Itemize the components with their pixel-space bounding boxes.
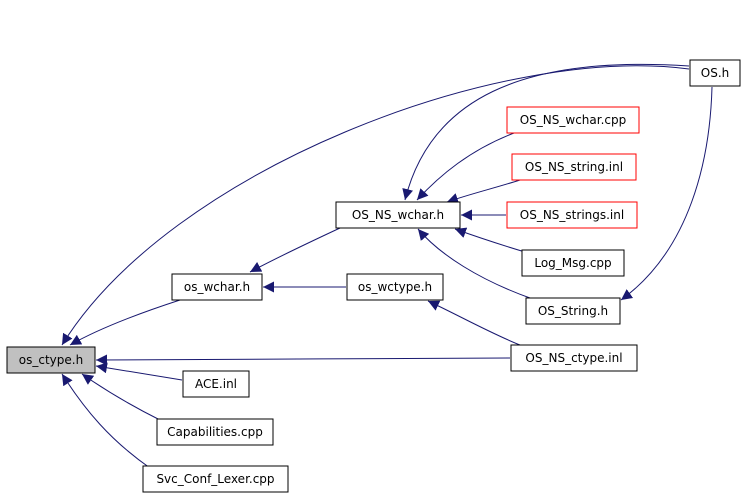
node-label: OS_NS_ctype.inl: [525, 351, 622, 365]
node-label: ACE.inl: [195, 377, 237, 391]
edge-OS_h-to-os_ctype_h: [61, 65, 690, 346]
node-box[interactable]: [511, 153, 637, 181]
node-label: OS_NS_string.inl: [525, 160, 623, 174]
edge-OS_h-to-OS_String_h: [620, 86, 713, 301]
node-label: OS_NS_strings.inl: [520, 208, 624, 222]
node-label: os_ctype.h: [19, 353, 83, 367]
edge-os_wchar_h-to-os_ctype_h: [69, 299, 181, 346]
node-ACE_inl[interactable]: ACE.inl: [182, 370, 250, 398]
node-label: os_wctype.h: [358, 280, 432, 294]
node-Log_Msg_cpp[interactable]: Log_Msg.cpp: [521, 249, 625, 277]
node-os_ctype_h[interactable]: os_ctype.h: [6, 346, 96, 374]
node-label: Log_Msg.cpp: [534, 256, 611, 270]
node-box[interactable]: [506, 201, 638, 229]
node-label: Svc_Conf_Lexer.cpp: [156, 472, 274, 486]
edge-OS_NS_wchar_cpp-to-OS_NS_wchar_h: [416, 132, 515, 201]
node-box[interactable]: [171, 273, 263, 301]
node-box[interactable]: [335, 201, 461, 229]
edge-OS_NS_ctype_inl-to-os_ctype_h: [95, 354, 511, 366]
node-OS_h[interactable]: OS.h: [689, 59, 741, 87]
edge-Capabilities_cpp-to-os_ctype_h: [81, 373, 161, 421]
edge-OS_NS_ctype_inl-to-os_wctype_h: [427, 300, 521, 346]
node-label: OS_NS_wchar.h: [352, 208, 444, 222]
node-box[interactable]: [510, 344, 638, 372]
edge-Log_Msg_cpp-to-OS_NS_wchar_h: [454, 227, 526, 253]
edge-ACE_inl-to-os_ctype_h: [95, 362, 183, 381]
node-box[interactable]: [521, 249, 625, 277]
node-OS_NS_wchar_cpp[interactable]: OS_NS_wchar.cpp: [506, 106, 640, 134]
node-box[interactable]: [142, 465, 289, 493]
node-label: OS_String.h: [538, 304, 608, 318]
edges-layer: [61, 63, 713, 469]
node-label: os_wchar.h: [184, 280, 250, 294]
node-box[interactable]: [182, 370, 250, 398]
node-OS_NS_string_inl[interactable]: OS_NS_string.inl: [511, 153, 637, 181]
edge-OS_NS_wchar_h-to-os_wchar_h: [249, 227, 341, 273]
node-label: Capabilities.cpp: [167, 425, 263, 439]
node-Capabilities_cpp[interactable]: Capabilities.cpp: [156, 418, 274, 446]
node-box[interactable]: [6, 346, 96, 374]
node-os_wctype_h[interactable]: os_wctype.h: [346, 273, 444, 301]
node-box[interactable]: [506, 106, 640, 134]
node-label: OS.h: [701, 66, 729, 80]
node-OS_NS_wchar_h[interactable]: OS_NS_wchar.h: [335, 201, 461, 229]
node-Svc_Conf_Lexer_cpp[interactable]: Svc_Conf_Lexer.cpp: [142, 465, 289, 493]
node-OS_NS_strings_inl[interactable]: OS_NS_strings.inl: [506, 201, 638, 229]
node-os_wchar_h[interactable]: os_wchar.h: [171, 273, 263, 301]
node-box[interactable]: [525, 297, 621, 325]
node-box[interactable]: [346, 273, 444, 301]
node-label: OS_NS_wchar.cpp: [520, 113, 627, 127]
edge-OS_String_h-to-OS_NS_wchar_h: [417, 228, 531, 299]
node-box[interactable]: [689, 59, 741, 87]
node-OS_NS_ctype_inl[interactable]: OS_NS_ctype.inl: [510, 344, 638, 372]
node-box[interactable]: [156, 418, 274, 446]
node-OS_String_h[interactable]: OS_String.h: [525, 297, 621, 325]
edge-OS_h-to-OS_NS_wchar_h: [402, 63, 690, 201]
nodes-layer: os_ctype.h os_wchar.h OS_NS_wchar.h OS.hOS_…: [6, 59, 741, 493]
edge-OS_NS_string_inl-to-OS_NS_wchar_h: [446, 179, 521, 204]
edge-Svc_Conf_Lexer_cpp-to-os_ctype_h: [61, 373, 151, 469]
